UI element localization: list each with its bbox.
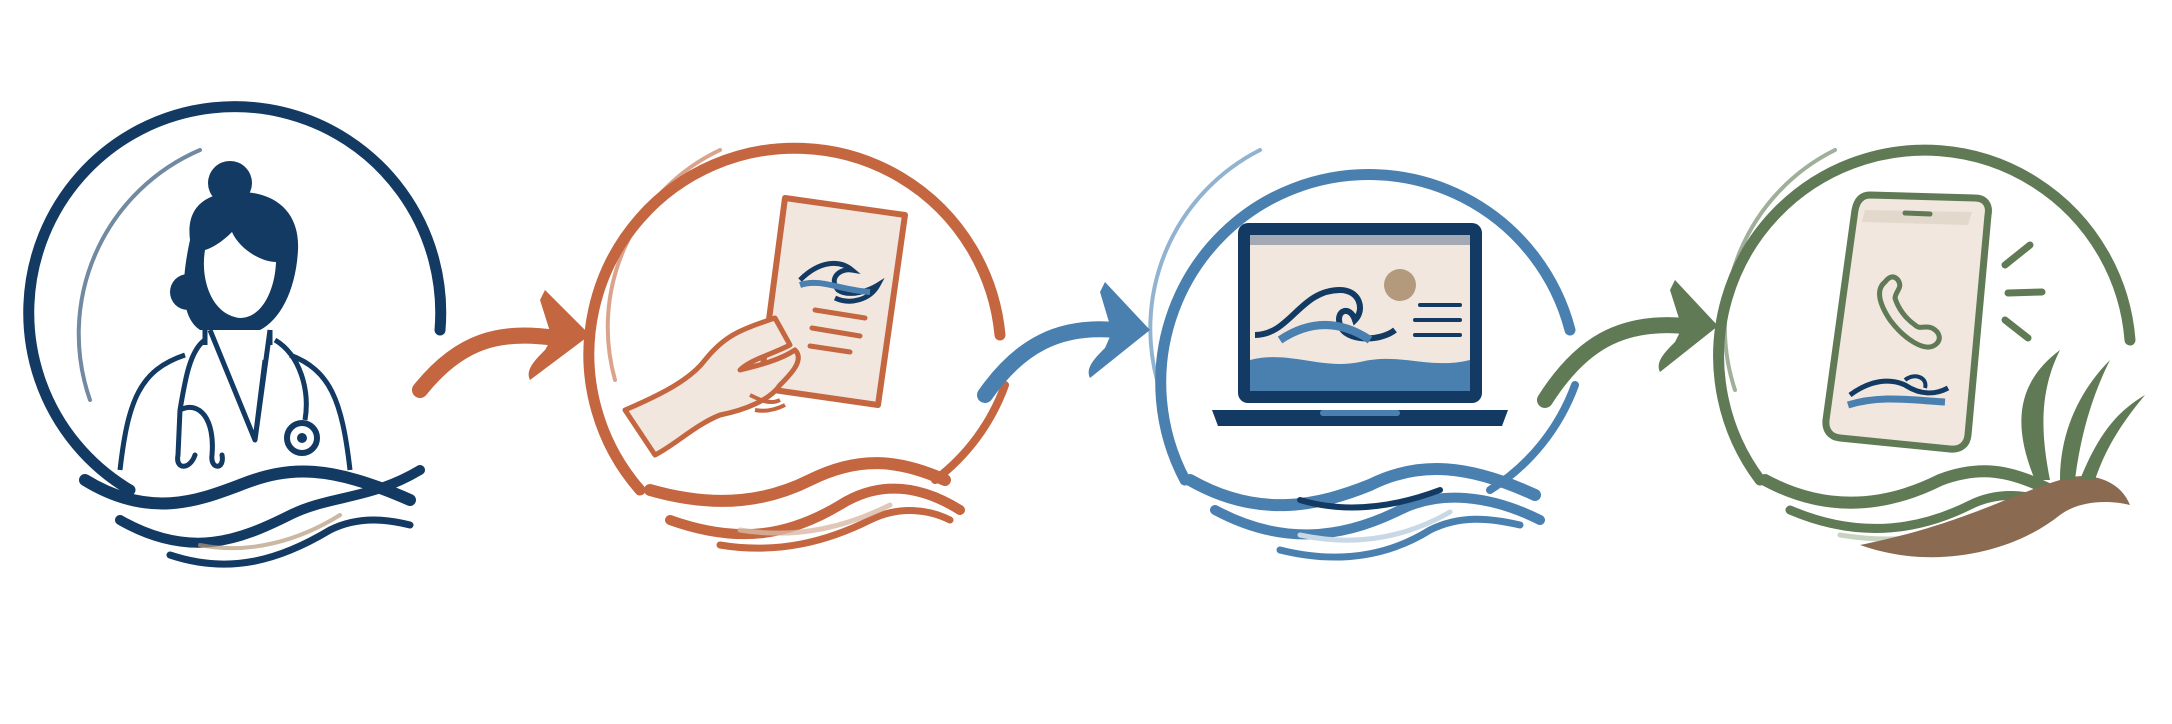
step-2-ring (583, 142, 1009, 496)
ringing-lines (2001, 241, 2046, 342)
step-1-clinician (23, 101, 447, 568)
connector-2 (977, 282, 1150, 403)
smartphone-call-icon (1822, 191, 2046, 453)
arrow-right-icon (412, 290, 590, 398)
clinician-stethoscope-icon (117, 161, 353, 471)
step-3-waves (1184, 462, 1545, 561)
step-2-card (583, 142, 1009, 552)
grass-decoration (2021, 350, 2145, 480)
connector-3 (1537, 280, 1718, 408)
step-2-waves (644, 457, 965, 552)
step-4-ring (1713, 144, 2136, 486)
laptop-website-icon (1212, 223, 1508, 426)
arrow-right-icon (1537, 280, 1718, 408)
step-4-ground (1860, 476, 2130, 558)
step-4-phone (1713, 144, 2145, 558)
connector-1 (412, 290, 590, 398)
step-1-ring (23, 101, 447, 496)
step-1-waves (79, 465, 425, 568)
hand-holding-card-icon (622, 195, 908, 458)
arrow-right-icon (977, 282, 1150, 403)
step-3-laptop (1148, 148, 1579, 561)
